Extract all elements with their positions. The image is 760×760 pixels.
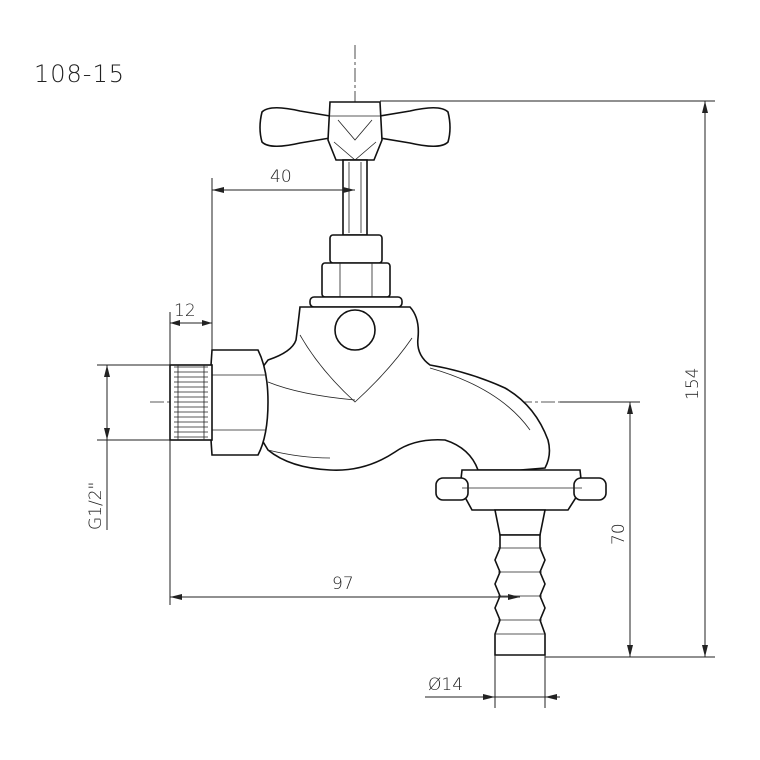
dimension-154-label: 154: [683, 368, 703, 400]
outlet-nut: [435, 469, 607, 536]
dimension-154: 154: [380, 100, 715, 658]
hose-nozzle: [494, 534, 546, 656]
model-number: 108-15: [34, 60, 125, 88]
dimension-97: 97: [169, 440, 520, 605]
dimension-12-label: 12: [174, 301, 196, 321]
gland-nut: [309, 234, 403, 308]
faucet-body: [261, 306, 551, 471]
dimension-thread-size-label: G1/2": [86, 482, 106, 530]
dimension-thread-size: G1/2": [86, 364, 170, 530]
inlet-connector: [169, 349, 269, 456]
valve-stem: [342, 159, 368, 236]
dimension-12: 12: [169, 301, 212, 365]
dimension-70: 70: [545, 401, 640, 658]
dimension-40: 40: [211, 167, 355, 350]
dimension-diameter-14-label: Ø14: [428, 675, 463, 695]
dimension-40-label: 40: [270, 167, 292, 187]
cross-handle: [259, 101, 451, 161]
dimension-97-label: 97: [332, 574, 354, 594]
dimension-diameter-14: Ø14: [425, 655, 560, 708]
dimension-70-label: 70: [609, 523, 629, 545]
